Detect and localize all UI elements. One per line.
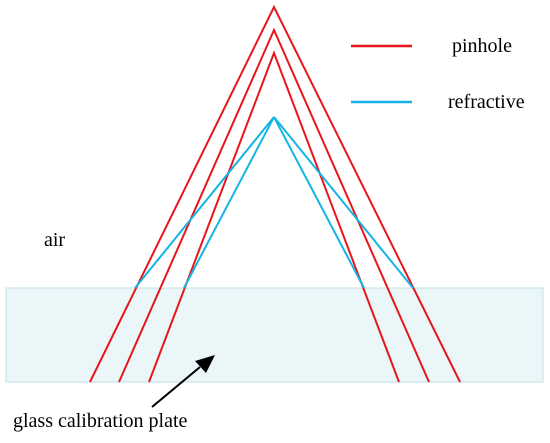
glass-label: glass calibration plate <box>13 410 188 432</box>
legend: pinhole refractive <box>351 35 525 113</box>
pinhole-ray-middle <box>118 27 430 383</box>
pinhole-ray-inner <box>148 50 400 383</box>
refractive-ray-right-outer <box>273 116 414 289</box>
refractive-ray-right-inner <box>273 116 365 289</box>
refractive-ray-left-outer <box>134 116 275 289</box>
glass-plate <box>5 287 544 383</box>
pinhole-rays <box>89 4 461 383</box>
legend-label-refractive: refractive <box>448 91 525 113</box>
refractive-rays <box>134 116 414 289</box>
refractive-ray-left-inner <box>183 116 275 289</box>
legend-label-pinhole: pinhole <box>452 35 512 57</box>
glass-pointer-arrow <box>151 355 215 408</box>
air-label: air <box>44 229 65 251</box>
pinhole-ray-outer <box>89 4 461 383</box>
